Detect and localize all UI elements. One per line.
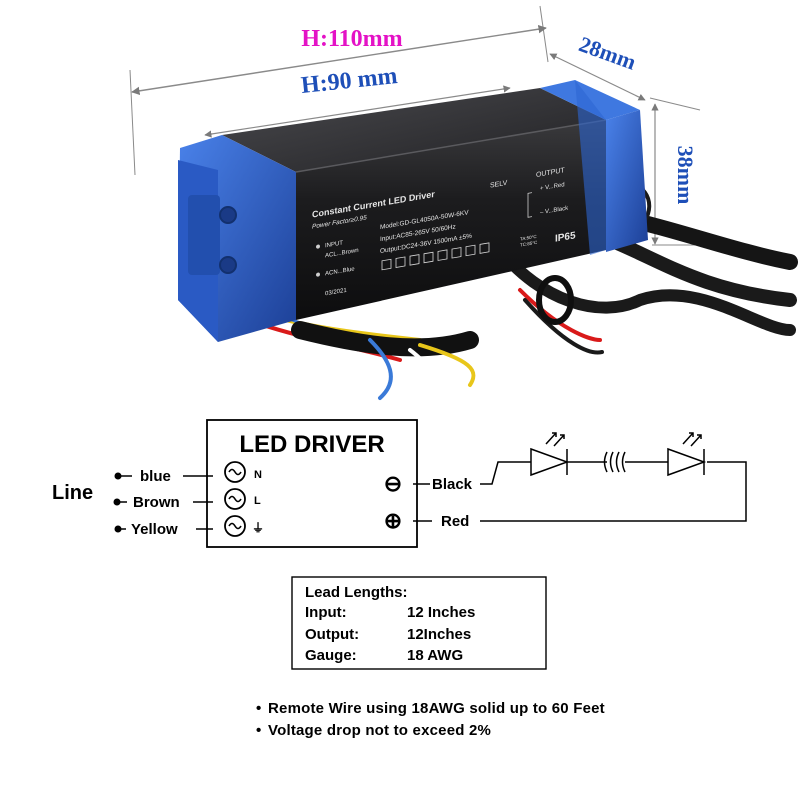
output-wire-label: Black bbox=[432, 476, 473, 493]
ip-rating: IP65 bbox=[555, 230, 576, 244]
led-diode-icon bbox=[667, 432, 707, 477]
height-dimension-label: H:110mm bbox=[301, 26, 402, 52]
ground-terminal-icon: ⏚ bbox=[252, 521, 264, 535]
output-wire-label: Red bbox=[441, 513, 469, 530]
lead-row-label: Input: bbox=[305, 604, 347, 621]
line-label: Line bbox=[52, 482, 93, 504]
ac-symbol-icon bbox=[228, 468, 242, 476]
dimension-lines bbox=[129, 5, 701, 246]
led-driver-product: Constant Current LED Driver Power Factor… bbox=[178, 80, 648, 342]
input-wire-label: Brown bbox=[133, 494, 180, 511]
ac-symbol-icon bbox=[228, 522, 242, 530]
notes-list: Remote Wire using 18AWG solid up to 60 F… bbox=[256, 698, 605, 742]
wire-break-icon bbox=[603, 451, 614, 473]
lead-row-value: 12 Inches bbox=[407, 604, 475, 621]
terminal-label: L bbox=[254, 495, 261, 507]
input-row-blue: blue N bbox=[114, 461, 262, 485]
acl-label: ACL...Brown bbox=[325, 248, 359, 260]
input-row-brown: Brown L bbox=[113, 488, 261, 511]
driver-title: LED DRIVER bbox=[239, 431, 384, 458]
lead-row-label: Gauge: bbox=[305, 647, 357, 664]
lead-row-label: Output: bbox=[305, 626, 359, 643]
tc-rating: TC:85°C bbox=[520, 240, 538, 248]
lead-row-value: 18 AWG bbox=[407, 647, 463, 664]
input-row-yellow: Yellow ⏚ bbox=[114, 515, 264, 538]
ta-rating: TA:50°C bbox=[520, 234, 537, 242]
cable-tie bbox=[536, 275, 574, 325]
led-circuit bbox=[480, 432, 747, 522]
acn-label: ACN...Blue bbox=[325, 266, 355, 277]
lead-row-value: 12Inches bbox=[407, 626, 471, 643]
length-dimension-line bbox=[204, 85, 511, 138]
plus-terminal-icon: ⊕ bbox=[384, 508, 402, 533]
product-front-face bbox=[296, 120, 606, 320]
output-row-black: ⊖ Black bbox=[384, 471, 473, 496]
input-wire-label: Yellow bbox=[131, 521, 178, 538]
right-end-cap bbox=[606, 110, 648, 252]
note-item: Voltage drop not to exceed 2% bbox=[256, 720, 605, 742]
width-dimension-line bbox=[549, 53, 646, 101]
selv-mark: SELV bbox=[490, 180, 508, 190]
width-dimension-label: 28mm bbox=[576, 31, 640, 75]
depth-dimension-label: 38mm bbox=[673, 146, 698, 205]
output-label: OUTPUT bbox=[536, 167, 565, 179]
wiring-diagram: LED DRIVER Line blue N Brown L Yellow bbox=[52, 419, 747, 548]
driver-box bbox=[206, 419, 418, 548]
input-wire-label: blue bbox=[140, 468, 171, 485]
lead-lengths-box: Lead Lengths: Input: 12 Inches Output: 1… bbox=[291, 576, 547, 670]
output-black: – V...Black bbox=[540, 205, 569, 216]
input-label: INPUT bbox=[325, 240, 343, 249]
length-dimension-label: H:90 mm bbox=[300, 63, 399, 99]
certification-icons bbox=[381, 242, 490, 271]
date-code: 03/2021 bbox=[325, 288, 347, 298]
output-row-red: ⊕ Red bbox=[384, 508, 470, 533]
minus-terminal-icon: ⊖ bbox=[384, 471, 402, 496]
output-red: + V...Red bbox=[540, 182, 565, 192]
lead-lengths-title: Lead Lengths: bbox=[305, 584, 408, 601]
led-diode-icon bbox=[530, 432, 570, 477]
product-top-face bbox=[222, 88, 606, 172]
terminal-label: N bbox=[254, 469, 262, 481]
note-item: Remote Wire using 18AWG solid up to 60 F… bbox=[256, 698, 605, 720]
height-dimension-line bbox=[131, 25, 547, 95]
ac-symbol-icon bbox=[228, 495, 242, 503]
